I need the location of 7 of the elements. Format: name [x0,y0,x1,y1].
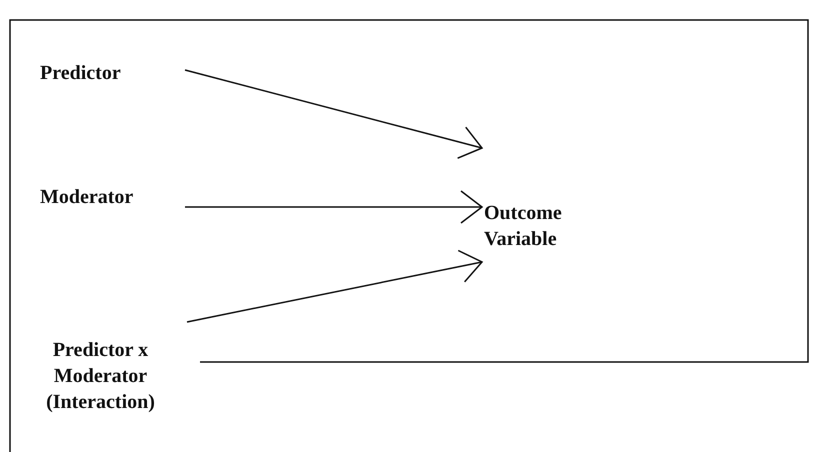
node-label: Moderator [40,185,134,210]
arrow [186,250,483,323]
node-label: Outcome Variable [484,201,563,252]
node-label: Predictor x Moderator (Interaction) [45,338,156,415]
node-label: Predictor [40,61,121,86]
arrow [185,190,483,224]
arrow [184,69,483,159]
